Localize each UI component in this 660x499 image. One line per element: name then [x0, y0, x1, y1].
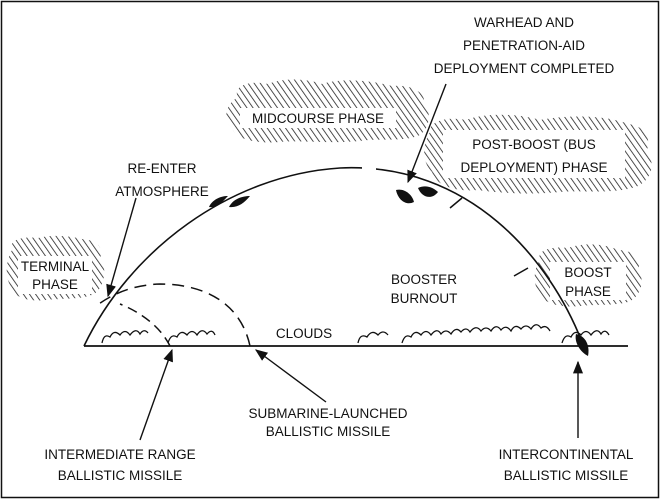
icbm-label-line2: BALLISTIC MISSILE — [504, 468, 629, 483]
terminal-label-line2: PHASE — [32, 277, 78, 292]
terminal-label-bg — [18, 256, 92, 294]
slbm-arrow — [254, 349, 327, 403]
cloud-layer — [101, 324, 610, 344]
warhead-arrow — [407, 83, 447, 184]
post-boost-tick — [449, 197, 463, 209]
midcourse-label: MIDCOURSE PHASE — [252, 111, 384, 126]
post-boost-label-line2: DEPLOYMENT) PHASE — [460, 160, 607, 175]
diagram-labels: WARHEAD AND PENETRATION-AID DEPLOYMENT C… — [21, 15, 634, 483]
post-boost-label-line1: POST-BOOST (BUS — [472, 137, 596, 152]
boost-label-line1: BOOST — [564, 265, 611, 280]
boost-label-line2: PHASE — [565, 284, 611, 299]
midcourse-label-bg — [240, 108, 396, 128]
icbm-missile-glyph — [575, 334, 589, 356]
warhead-label-line3: DEPLOYMENT COMPLETED — [434, 61, 615, 76]
slbm-label-line2: BALLISTIC MISSILE — [266, 424, 391, 439]
reenter-label-line2: ATMOSPHERE — [115, 184, 209, 199]
icbm-label-line1: INTERCONTINENTAL — [499, 447, 634, 462]
reenter-arrow — [106, 197, 137, 298]
terminal-label-line1: TERMINAL — [21, 259, 90, 274]
warhead-label-line1: WARHEAD AND — [474, 15, 574, 30]
reentry-warhead-2 — [229, 196, 250, 208]
booster-burnout-label-line2: BURNOUT — [391, 291, 458, 306]
irbm-arrow — [139, 348, 173, 441]
irbm-label-line2: BALLISTIC MISSILE — [58, 468, 183, 483]
warhead-glyphs — [209, 186, 589, 356]
arc-gap-mask — [362, 160, 376, 172]
deployed-warhead-2 — [418, 186, 438, 197]
slbm-label-line1: SUBMARINE-LAUNCHED — [248, 406, 407, 421]
warhead-label-line2: PENETRATION-AID — [463, 38, 585, 53]
reentry-warhead-1 — [209, 196, 228, 208]
post-boost-label-bg — [443, 130, 625, 178]
booster-burnout-tick — [513, 267, 529, 277]
irbm-label-line1: INTERMEDIATE RANGE — [44, 447, 195, 462]
reenter-label-line1: RE-ENTER — [127, 161, 196, 176]
clouds-label: CLOUDS — [276, 326, 332, 341]
deployed-warhead-1 — [396, 189, 414, 204]
booster-burnout-label-line1: BOOSTER — [391, 272, 457, 287]
phase-hatch-backgrounds — [6, 79, 652, 307]
boost-label-bg — [550, 262, 626, 300]
icbm-trajectory-arc — [83, 167, 583, 347]
irbm-trajectory-arc — [119, 303, 171, 347]
callout-arrows — [106, 83, 584, 441]
slbm-trajectory-arc — [95, 283, 251, 347]
